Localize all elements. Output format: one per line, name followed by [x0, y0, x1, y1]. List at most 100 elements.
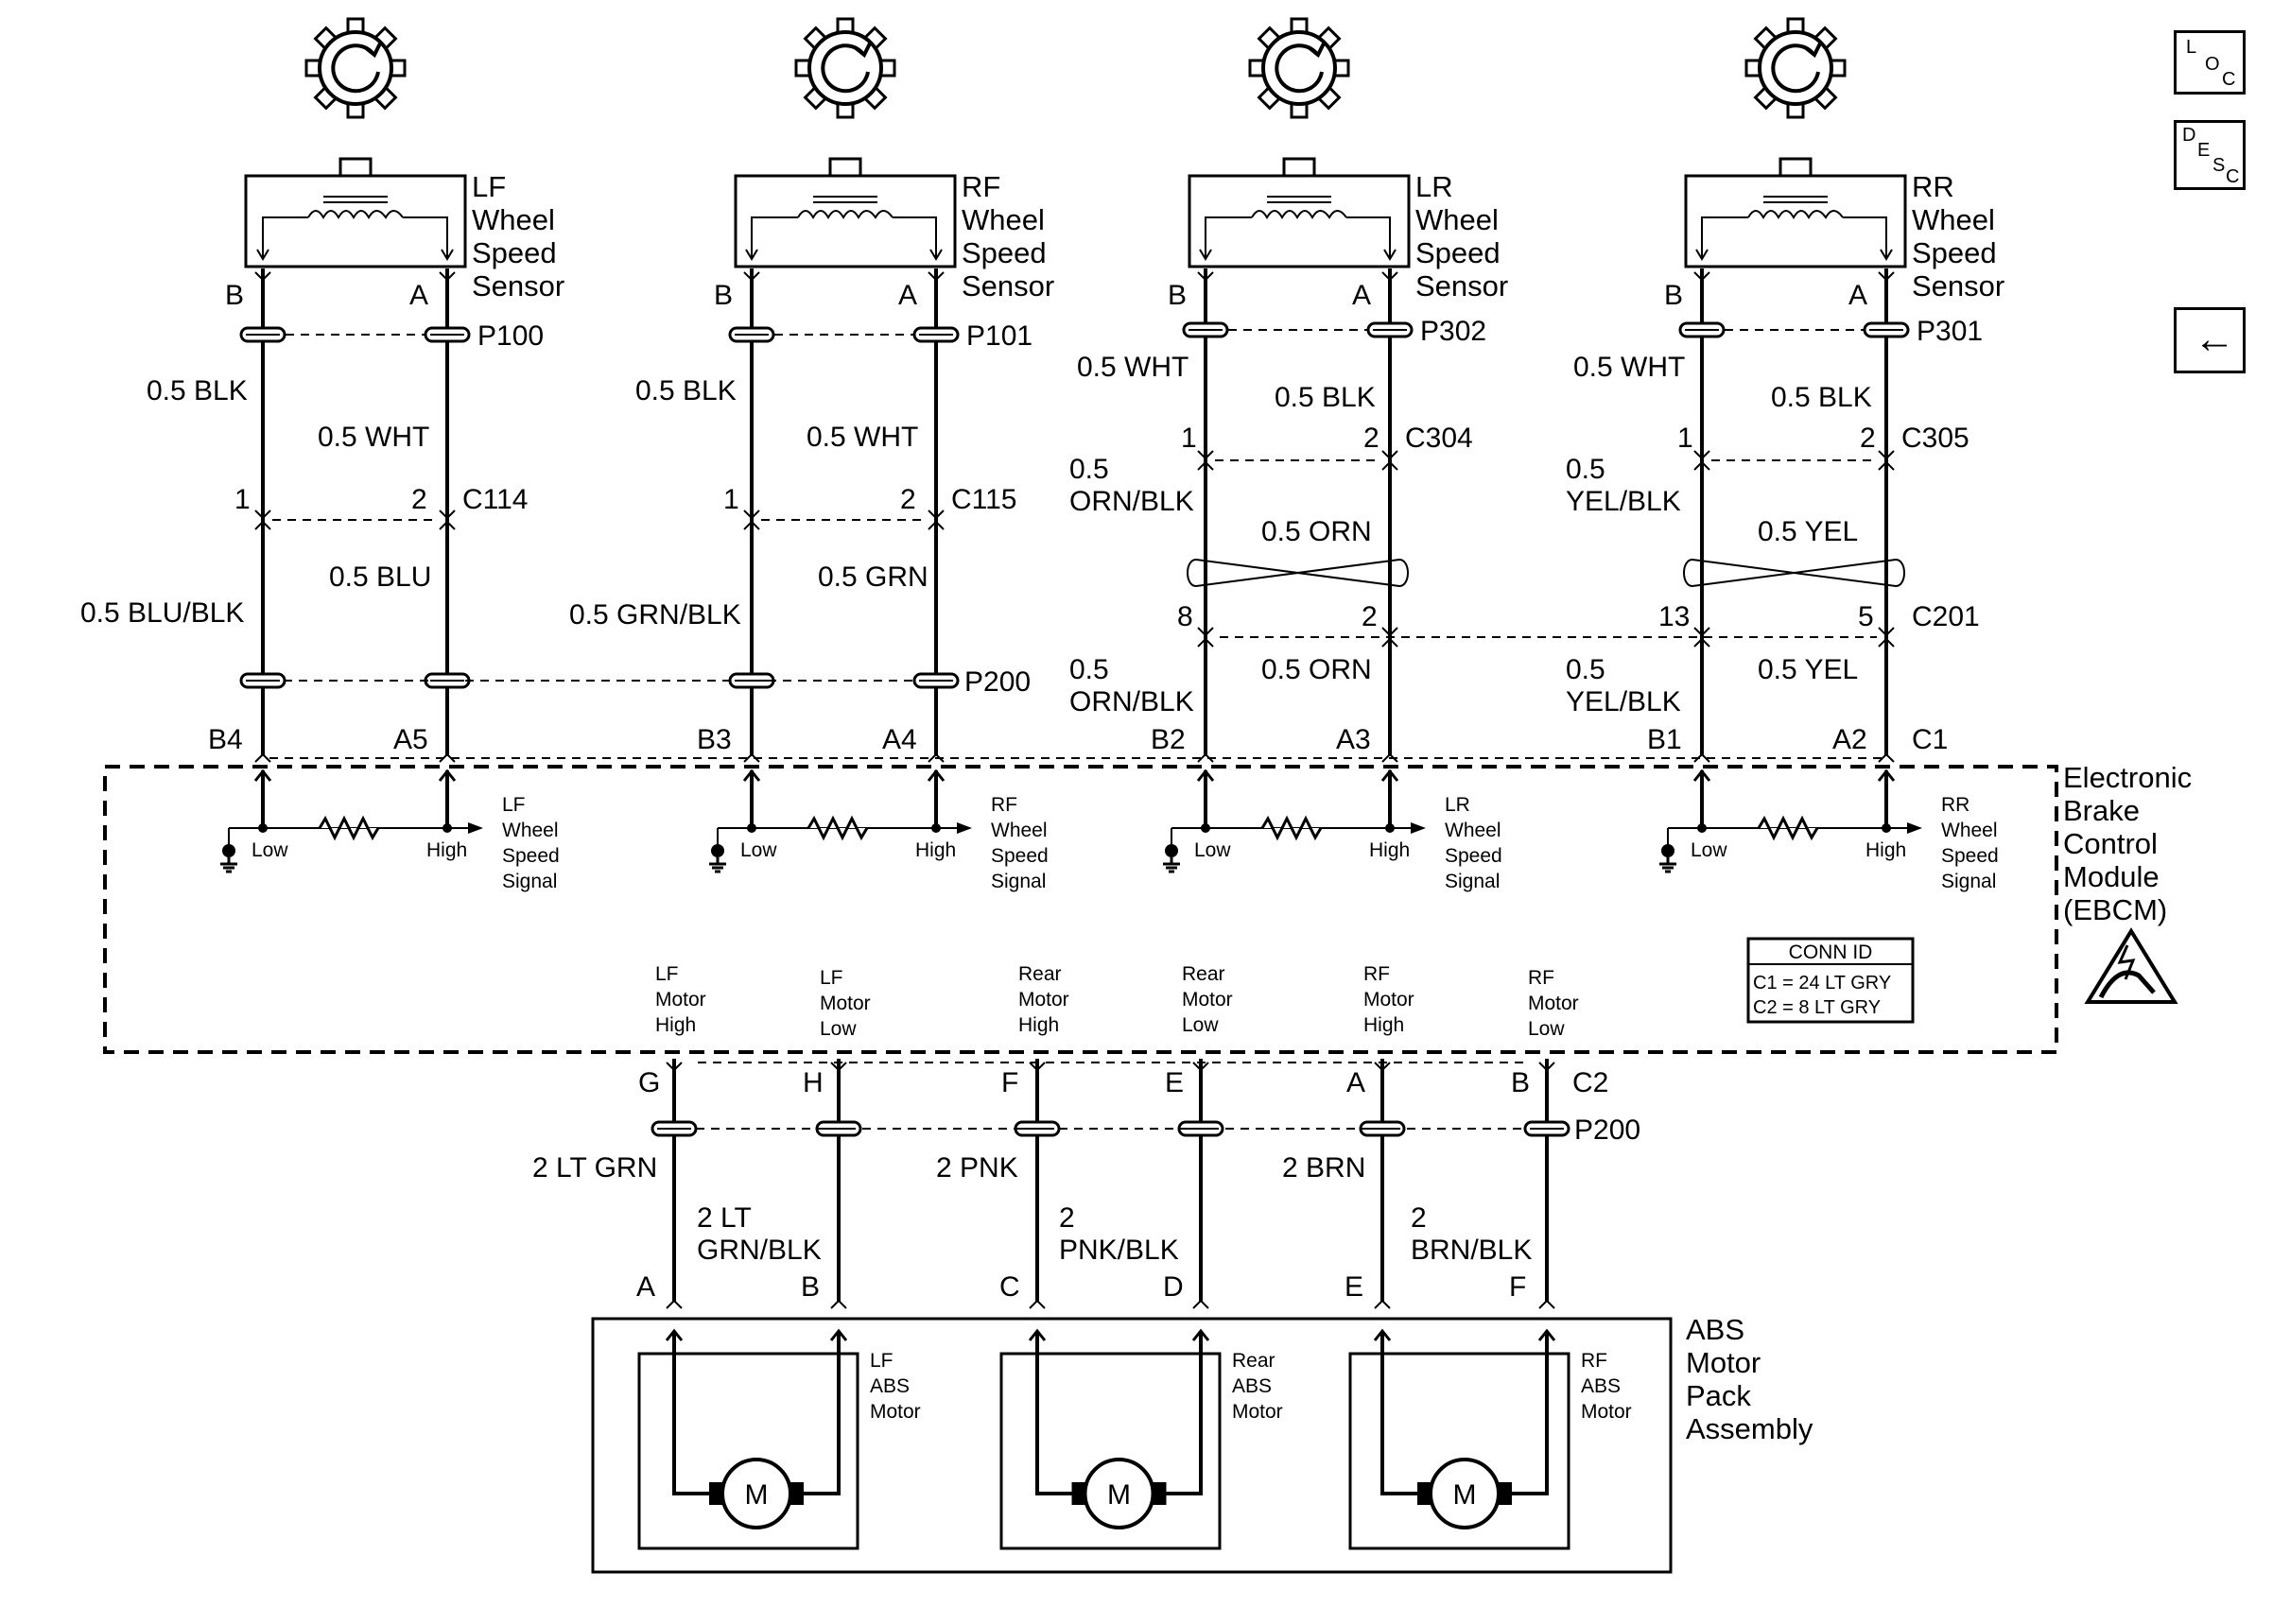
conn-id-c2: C2 = 8 LT GRY [1753, 997, 1881, 1018]
sensor-coil-icon [1747, 210, 1844, 220]
terminal [1381, 637, 1398, 648]
signal-name: Signal [502, 871, 557, 892]
connector-id: C1 [1912, 724, 1948, 755]
terminal [830, 1299, 847, 1309]
arrow-icon [253, 769, 272, 782]
description-button[interactable]: D E S C [2174, 120, 2246, 190]
motor-brush [1417, 1482, 1431, 1505]
sensor-coil-icon [1251, 210, 1347, 220]
pin-label: B2 [1151, 724, 1186, 755]
junction-dot [747, 823, 756, 833]
pin-label: G [638, 1067, 660, 1098]
motor-circuit-4: AE [1345, 1059, 1406, 1309]
terminal [928, 520, 945, 530]
tone-wheel-icon [1744, 17, 1847, 119]
wire-color: 2 [1411, 1202, 1427, 1234]
arrow-icon [1692, 769, 1711, 782]
wire-color: ORN/BLK [1069, 686, 1194, 717]
low-label: Low [1691, 839, 1727, 861]
wire-color: 0.5 YEL [1758, 516, 1858, 547]
location-button[interactable]: L O C [2174, 30, 2246, 95]
pin-label: A [898, 280, 917, 311]
sensor-name: RR [1912, 170, 1954, 203]
connector-id: C304 [1405, 423, 1473, 454]
connector-id: C201 [1912, 601, 1980, 632]
sensor-lead [893, 216, 937, 257]
wire-color: 0.5 ORN [1261, 516, 1372, 547]
connector-id: C114 [462, 484, 529, 515]
motor-circuit-2: FC [999, 1059, 1061, 1309]
wire-color: YEL/BLK [1566, 686, 1681, 717]
pin-label: E [1345, 1271, 1363, 1303]
inline-connector [1863, 321, 1910, 338]
arrow-icon [1380, 769, 1399, 782]
arrow-icon [438, 769, 457, 782]
connector-id: P101 [966, 320, 1032, 352]
terminal [743, 752, 760, 763]
back-button[interactable]: ← [2174, 307, 2246, 373]
arrow-icon [1411, 822, 1426, 834]
wire-color: ORN/BLK [1069, 486, 1194, 517]
arrow-icon [1199, 249, 1212, 261]
arrow-icon [468, 822, 483, 834]
motor-wire [1512, 1333, 1549, 1495]
pin-label: A [409, 280, 428, 311]
signal-name: Speed [1445, 845, 1502, 867]
arrow-icon [1383, 249, 1397, 261]
sensor-name: Speed [962, 236, 1047, 269]
terminal [1197, 752, 1214, 763]
junction-dot [931, 823, 941, 833]
pin-label: F [1001, 1067, 1018, 1098]
desc-letter-d: D [2182, 125, 2196, 146]
sensor-housing [1188, 174, 1411, 268]
terminal [928, 752, 945, 763]
terminal [439, 510, 456, 520]
low-label: Low [1194, 839, 1231, 861]
signal-name: Speed [1941, 845, 1999, 867]
signal-name: Speed [502, 845, 560, 867]
terminal [666, 1062, 683, 1072]
sensor-name: Sensor [1415, 269, 1508, 302]
terminal [1693, 627, 1710, 637]
terminal [254, 752, 271, 763]
arrow-icon [829, 1328, 848, 1341]
wire-color: 0.5 BLK [1275, 382, 1376, 413]
inline-connector [912, 672, 960, 689]
motor-output-label: LF [655, 963, 679, 985]
motor-output-label: Low [1528, 1018, 1565, 1040]
terminal [1374, 1299, 1391, 1309]
resistor-icon [318, 815, 380, 841]
signal-name: LF [502, 794, 526, 816]
motor-output-label: High [1363, 1014, 1404, 1036]
motor-output-label: RF [1528, 967, 1554, 989]
resistor-icon [1757, 815, 1819, 841]
wire-color: 0.5 [1069, 654, 1109, 685]
terminal [439, 271, 456, 282]
wire-color: 0.5 BLU [329, 561, 431, 593]
wire-color: 0.5 ORN [1261, 654, 1372, 685]
tone-wheel-icon [1248, 17, 1350, 119]
signal-name: Wheel [991, 820, 1048, 841]
pin-label: B [1511, 1067, 1530, 1098]
motor-name: LF [870, 1350, 894, 1372]
motor-icon [1429, 1458, 1501, 1529]
terminal [1693, 271, 1710, 282]
pin-label: E [1165, 1067, 1184, 1098]
resistor-icon [807, 815, 869, 841]
sensor-housing [734, 174, 957, 268]
signal-name: Signal [1445, 871, 1500, 892]
motor-name: Motor [870, 1401, 921, 1423]
motor-wire [1166, 1333, 1203, 1495]
wire-color: 0.5 WHT [1077, 352, 1189, 383]
wire-color: 0.5 BLK [1771, 382, 1872, 413]
ebcm-name: Electronic [2063, 761, 2192, 794]
motor-circuit-3: ED [1163, 1059, 1224, 1309]
pin-label: B [1664, 280, 1683, 311]
motor-brush [1499, 1482, 1512, 1505]
terminal [1878, 627, 1895, 637]
resistor-icon [1260, 815, 1323, 841]
